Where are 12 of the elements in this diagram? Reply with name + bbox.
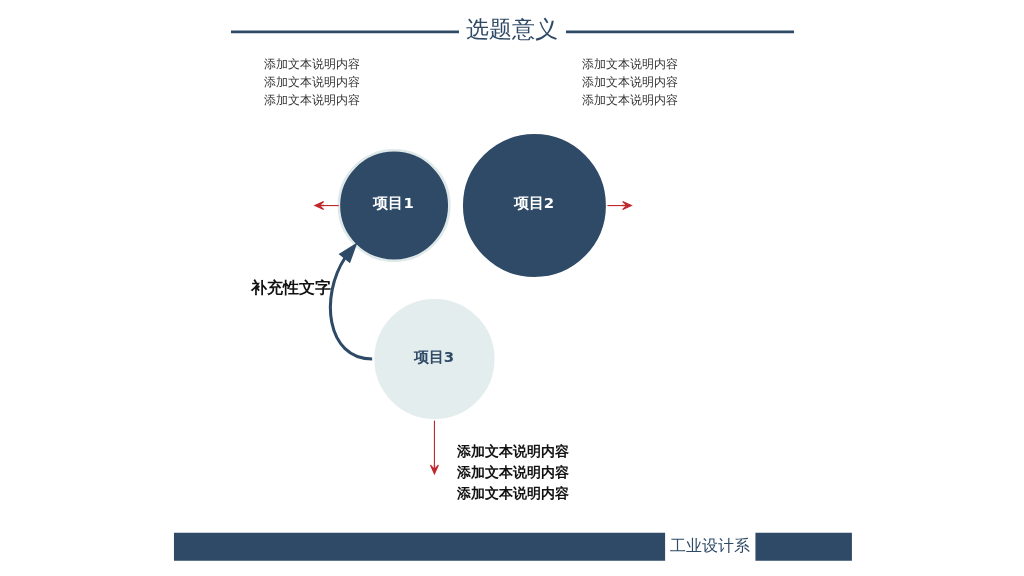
node-label: 添加文本说明内容 [263,93,360,108]
node-label: 添加文本说明内容 [456,485,569,502]
edge-label: 补充性文字 [250,278,331,298]
node-label: 添加文本说明内容 [456,464,569,481]
node-label: 添加文本说明内容 [581,75,678,90]
node-label: 添加文本说明内容 [581,93,678,108]
node-label: 添加文本说明内容 [263,56,360,71]
label: 工业设计系 [669,535,750,555]
node-label: 添加文本说明内容 [581,56,678,71]
node-label: 添加文本说明内容 [263,75,360,90]
node-label: 添加文本说明内容 [456,443,569,460]
diagram-title: 选题意义 [465,16,558,43]
